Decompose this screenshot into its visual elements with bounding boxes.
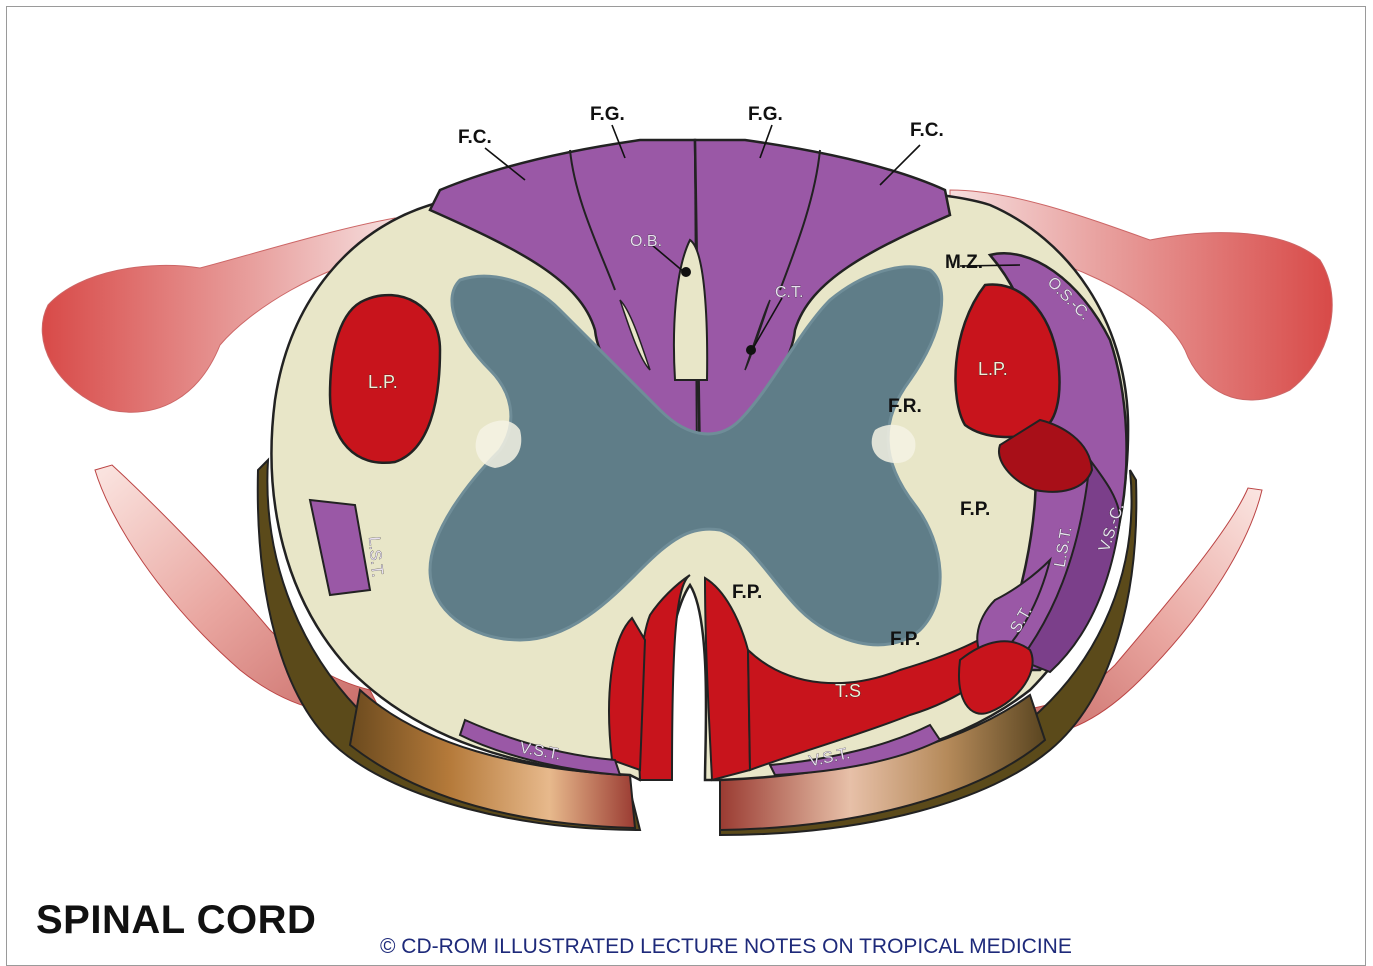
label-mz: M.Z.: [945, 252, 983, 273]
label-lst-left: L.S.T.: [365, 536, 386, 578]
label-ob: O.B.: [630, 233, 662, 250]
label-ts: T.S: [835, 681, 861, 701]
label-lp-left: L.P.: [368, 372, 398, 392]
label-ct: C.T.: [775, 284, 803, 301]
label-fc-left: F.C.: [458, 127, 492, 148]
label-fg-left: F.G.: [590, 104, 625, 125]
label-lp-right: L.P.: [978, 359, 1008, 379]
ct-marker: [746, 345, 756, 355]
label-fp-center: F.P.: [732, 582, 762, 603]
copyright-notice: © CD-ROM ILLUSTRATED LECTURE NOTES ON TR…: [380, 935, 1072, 959]
label-fc-right: F.C.: [910, 120, 944, 141]
label-fg-right: F.G.: [748, 104, 783, 125]
label-fr: F.R.: [888, 396, 922, 417]
label-fp-bottom: F.P.: [890, 629, 920, 650]
ob-marker: [681, 267, 691, 277]
label-fp-right: F.P.: [960, 499, 990, 520]
figure-title: SPINAL CORD: [36, 898, 316, 943]
